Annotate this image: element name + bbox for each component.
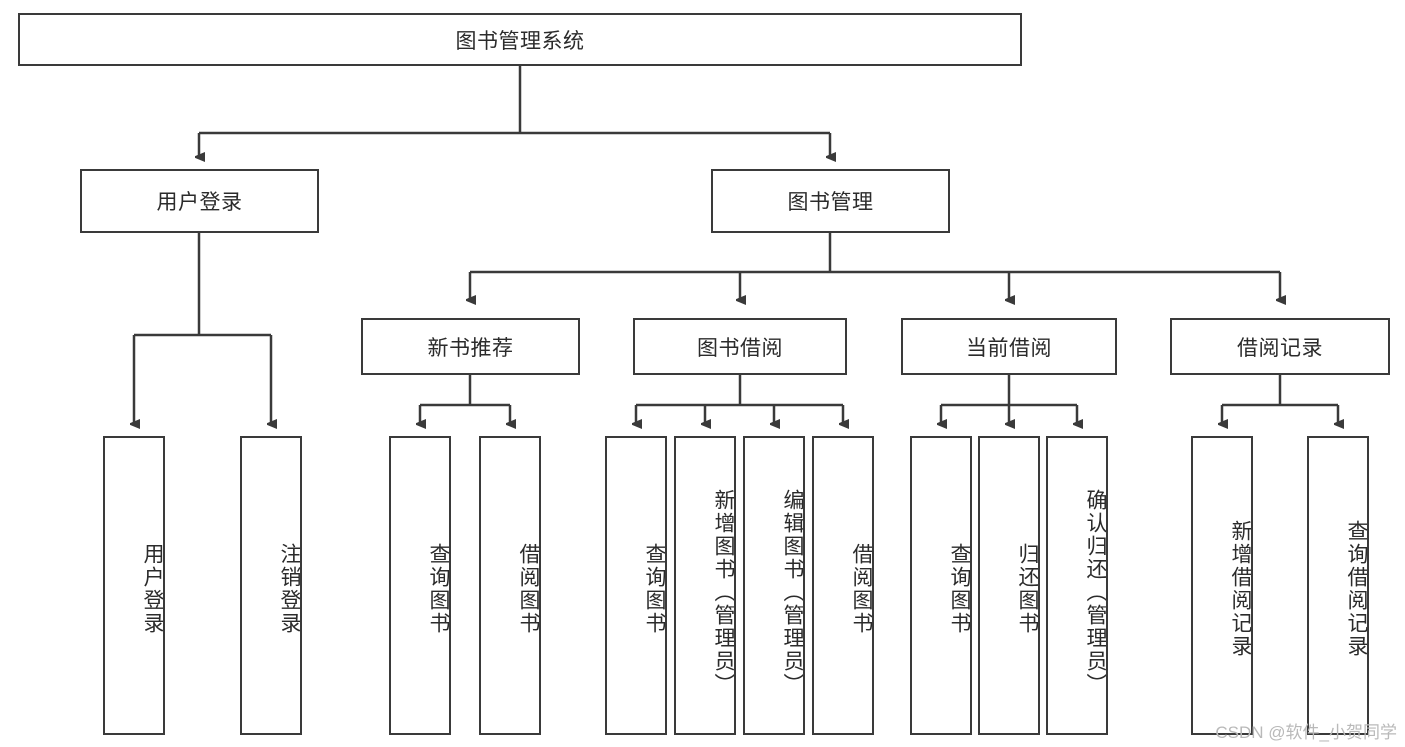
node-label: 借阅图书 <box>517 542 540 635</box>
leaf-add-borrow-record[interactable]: 新增借阅记录 <box>1191 436 1253 735</box>
node-label: 编辑图书（管理员） <box>781 489 804 696</box>
leaf-borrow-book-recommend[interactable]: 借阅图书 <box>479 436 541 735</box>
node-label: 当前借阅 <box>966 336 1052 360</box>
node-borrow-record[interactable]: 借阅记录 <box>1170 318 1390 375</box>
node-user-login[interactable]: 用户登录 <box>80 169 319 233</box>
leaf-return-book[interactable]: 归还图书 <box>978 436 1040 735</box>
leaf-edit-book-admin[interactable]: 编辑图书（管理员） <box>743 436 805 735</box>
leaf-query-borrow-record[interactable]: 查询借阅记录 <box>1307 436 1369 735</box>
leaf-query-book-recommend[interactable]: 查询图书 <box>389 436 451 735</box>
node-label: 新增借阅记录 <box>1229 519 1252 658</box>
node-new-book-recommend[interactable]: 新书推荐 <box>361 318 580 375</box>
node-label: 用户登录 <box>141 542 164 635</box>
leaf-user-login[interactable]: 用户登录 <box>103 436 165 735</box>
node-label: 新书推荐 <box>427 336 514 360</box>
leaf-query-book-borrow[interactable]: 查询图书 <box>605 436 667 735</box>
node-book-management[interactable]: 图书管理 <box>711 169 950 233</box>
node-label: 查询图书 <box>643 542 666 635</box>
node-label: 归还图书 <box>1016 542 1039 635</box>
node-label: 查询图书 <box>427 542 450 635</box>
node-label: 用户登录 <box>156 191 243 214</box>
leaf-confirm-return-admin[interactable]: 确认归还（管理员） <box>1046 436 1108 735</box>
node-label: 注销登录 <box>278 542 301 635</box>
node-label: 借阅图书 <box>850 542 873 635</box>
node-label: 借阅记录 <box>1237 336 1323 360</box>
node-current-borrow[interactable]: 当前借阅 <box>901 318 1117 375</box>
node-root-library-system[interactable]: 图书管理系统 <box>18 13 1022 66</box>
leaf-add-book-admin[interactable]: 新增图书（管理员） <box>674 436 736 735</box>
node-label: 查询借阅记录 <box>1345 519 1368 658</box>
node-label: 图书管理 <box>787 191 874 214</box>
node-label: 新增图书（管理员） <box>712 489 735 696</box>
leaf-borrow-book[interactable]: 借阅图书 <box>812 436 874 735</box>
node-label: 图书借阅 <box>697 336 783 360</box>
leaf-logout[interactable]: 注销登录 <box>240 436 302 735</box>
node-book-borrow[interactable]: 图书借阅 <box>633 318 847 375</box>
node-label: 查询图书 <box>948 542 971 635</box>
watermark: CSDN @软件_小贺同学 <box>1215 723 1397 742</box>
node-label: 确认归还（管理员） <box>1084 489 1107 696</box>
leaf-query-book-current[interactable]: 查询图书 <box>910 436 972 735</box>
node-label: 图书管理系统 <box>455 29 585 53</box>
